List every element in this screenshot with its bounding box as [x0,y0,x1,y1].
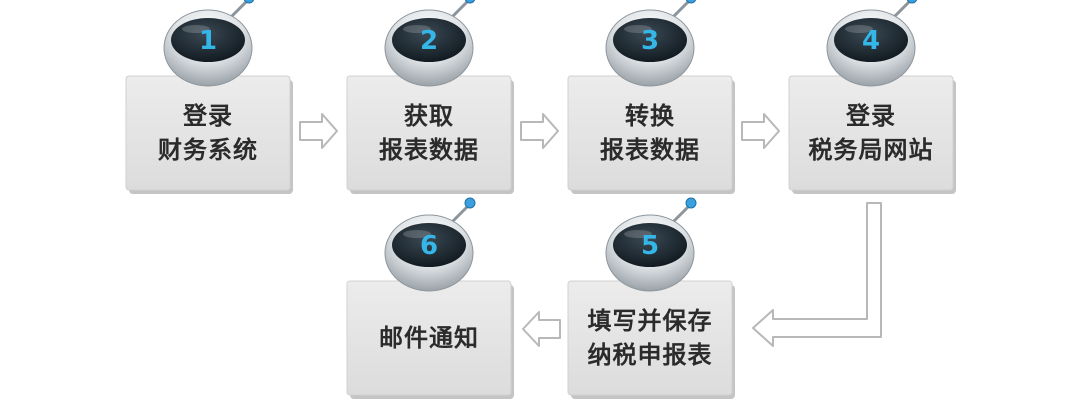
step-node-1: 1 [125,0,293,194]
step-1-line2: 财务系统 [158,136,258,164]
antenna-ball-icon [464,197,476,209]
step-3-line2: 报表数据 [600,136,700,164]
step-1-line1: 登录 [183,102,233,130]
step-3-line1: 转换 [625,102,675,130]
robot-visor [392,18,466,62]
connector-3-4 [741,113,780,149]
antenna-ball-icon [906,0,918,4]
visor-highlight [182,25,210,33]
robot-head-icon: 5 [605,197,697,292]
connector-1-2 [299,113,338,149]
step-6-line1: 邮件通知 [379,324,479,352]
robot-head-icon: 6 [384,197,476,292]
robot-visor [613,223,687,267]
step-node-6: 6 [346,197,514,399]
visor-highlight [624,25,652,33]
right-arrow-icon [741,113,780,149]
elbow-arrow-icon [752,202,882,347]
step-node-3: 3 [567,0,735,194]
step-node-5: 5 [567,197,735,399]
step-number-3: 3 [641,26,659,56]
step-2-line2: 报表数据 [379,136,479,164]
connector-2-3 [520,113,559,149]
robot-head-icon: 3 [605,0,697,87]
step-4-label: 登录 税务局网站 [789,76,953,190]
visor-highlight [403,25,431,33]
antenna-ball-icon [685,0,697,4]
step-6-label: 邮件通知 [347,281,511,395]
antenna-ball-icon [243,0,255,4]
step-number-1: 1 [199,26,217,56]
visor-highlight [624,230,652,238]
connector-5-6 [522,311,561,347]
step-node-2: 2 [346,0,514,194]
step-2-label: 获取 报表数据 [347,76,511,190]
robot-visor [171,18,245,62]
step-1-label: 登录 财务系统 [126,76,290,190]
step-node-4: 4 [788,0,956,194]
step-number-6: 6 [420,231,438,261]
connector-4-5 [752,202,882,347]
step-number-2: 2 [420,26,438,56]
visor-highlight [845,25,873,33]
step-5-line1: 填写并保存 [587,307,713,335]
step-4-line1: 登录 [846,102,896,130]
robot-visor [834,18,908,62]
robot-head-icon: 1 [163,0,255,87]
right-arrow-icon [520,113,559,149]
step-3-label: 转换 报表数据 [568,76,732,190]
visor-highlight [403,230,431,238]
step-5-label: 填写并保存 纳税申报表 [568,281,732,395]
robot-visor [392,223,466,267]
robot-visor [613,18,687,62]
step-2-line1: 获取 [404,102,454,130]
antenna-ball-icon [685,197,697,209]
robot-head-icon: 4 [826,0,918,87]
left-arrow-icon [522,311,561,347]
step-4-line2: 税务局网站 [808,136,934,164]
right-arrow-icon [299,113,338,149]
step-nodes: 1 2 3 4 5 6 [125,0,956,399]
step-number-4: 4 [862,26,880,56]
robot-head-icon: 2 [384,0,476,87]
step-number-5: 5 [641,231,659,261]
step-5-line2: 纳税申报表 [587,341,713,369]
antenna-ball-icon [464,0,476,4]
